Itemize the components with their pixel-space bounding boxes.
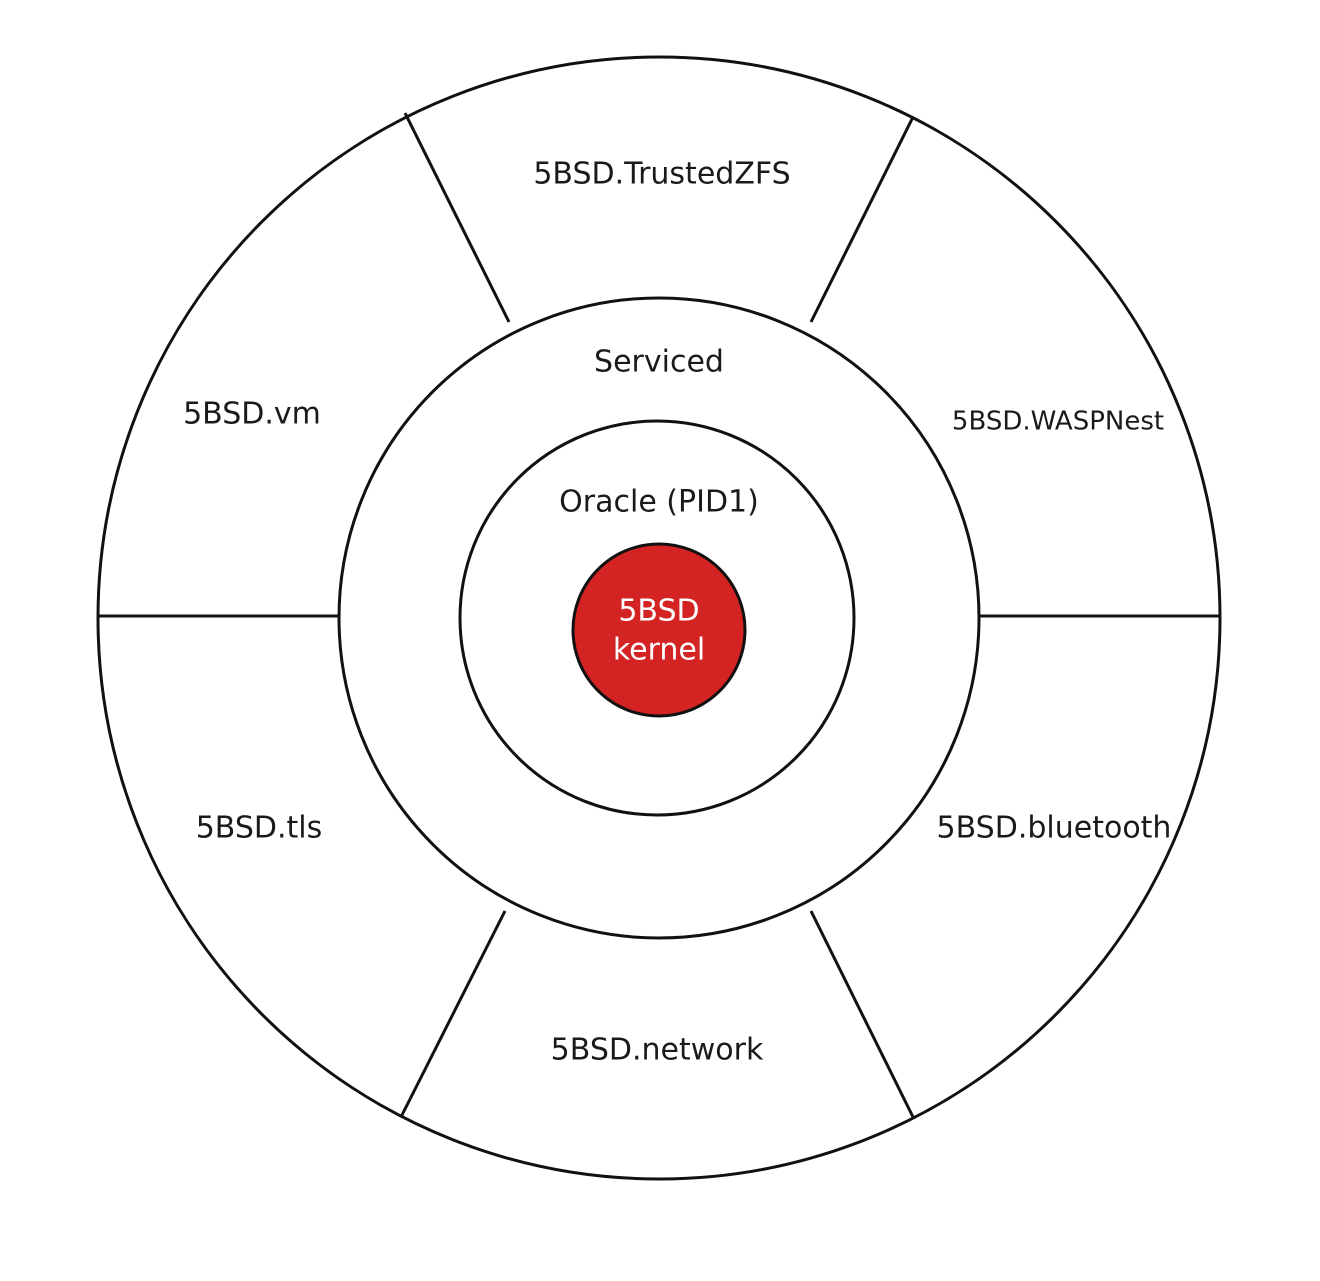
segment-label-bluetooth: 5BSD.bluetooth (937, 811, 1172, 846)
segment-label-tls: 5BSD.tls (196, 811, 323, 846)
kernel-label-line2: kernel (613, 633, 705, 668)
segment-label-network: 5BSD.network (551, 1033, 764, 1068)
oracle-label: Oracle (PID1) (559, 485, 759, 520)
segment-divider (399, 910, 507, 1118)
segment-divider (809, 910, 915, 1118)
segment-label-trustedzfs: 5BSD.TrustedZFS (533, 157, 790, 192)
segment-label-vm: 5BSD.vm (183, 397, 321, 432)
kernel-core (571, 542, 747, 718)
serviced-label: Serviced (594, 345, 724, 380)
kernel-label-line1: 5BSD (618, 594, 699, 629)
segment-label-waspnest: 5BSD.WASPNest (952, 407, 1164, 437)
segment-divider (403, 112, 511, 323)
segment-divider (809, 116, 915, 323)
